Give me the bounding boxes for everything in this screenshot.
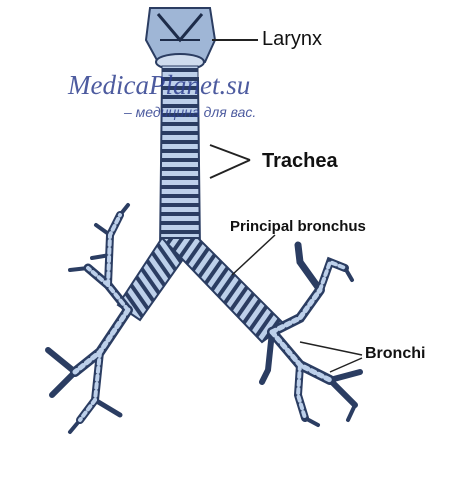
trachea-label: Trachea: [262, 150, 338, 173]
watermark-title: MedicaPlanet.su: [68, 70, 250, 101]
principal-bronchus-label: Principal bronchus: [230, 218, 366, 235]
left-bronchial-tree: [48, 205, 128, 432]
principal-bronchus-leader-line: [232, 235, 275, 275]
trachea-leader-line-upper: [210, 145, 250, 160]
principal-bronchi-shapes: [118, 238, 285, 342]
watermark-subtitle: – медицина для вас.: [124, 104, 256, 120]
left-bronchial-tree-highlight: [75, 215, 128, 420]
trachea-leader-line-lower: [210, 160, 250, 178]
bronchi-label: Bronchi: [365, 345, 425, 363]
larynx-label: Larynx: [262, 28, 322, 51]
bronchi-leader-line-upper: [300, 342, 362, 355]
